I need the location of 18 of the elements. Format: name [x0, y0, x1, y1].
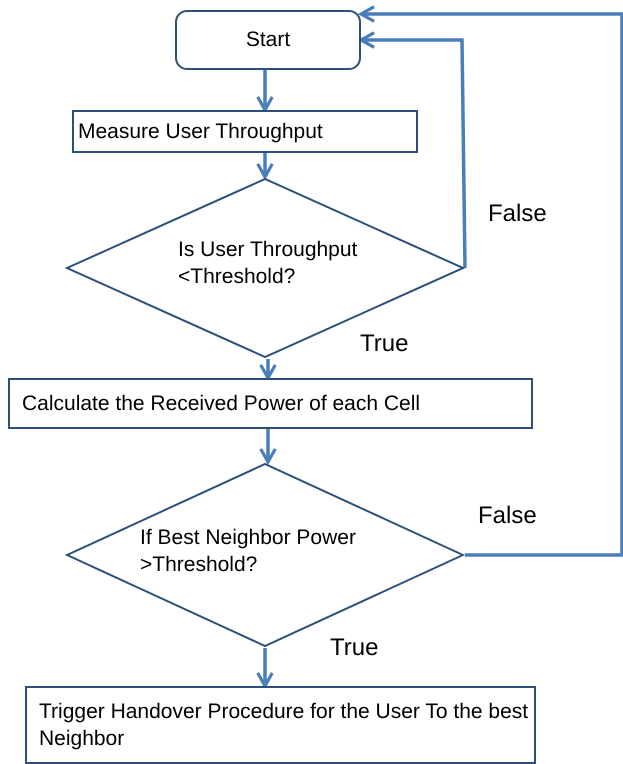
decision-text: Is User Throughput <Threshold?: [178, 237, 358, 290]
decision-diamond: [65, 177, 465, 359]
process-box: [25, 686, 536, 764]
arrow: [259, 429, 277, 464]
decision-text: If Best Neighbor Power >Threshold?: [140, 525, 357, 578]
arrow: [359, 5, 623, 557]
arrow: [256, 70, 274, 112]
arrow: [256, 648, 274, 688]
step-text: Trigger Handover Procedure for the User To the best Neighbor: [39, 698, 530, 752]
step-text: Calculate the Received Power of each Cell: [22, 390, 420, 417]
process-box: [8, 378, 533, 429]
arrow: [256, 153, 274, 179]
arrow: [259, 359, 277, 380]
arrow: [359, 31, 467, 270]
process-box: [72, 110, 418, 153]
start-box: [175, 10, 361, 70]
start-label: Start: [246, 27, 290, 54]
step-text: Measure User Throughput: [78, 118, 323, 145]
